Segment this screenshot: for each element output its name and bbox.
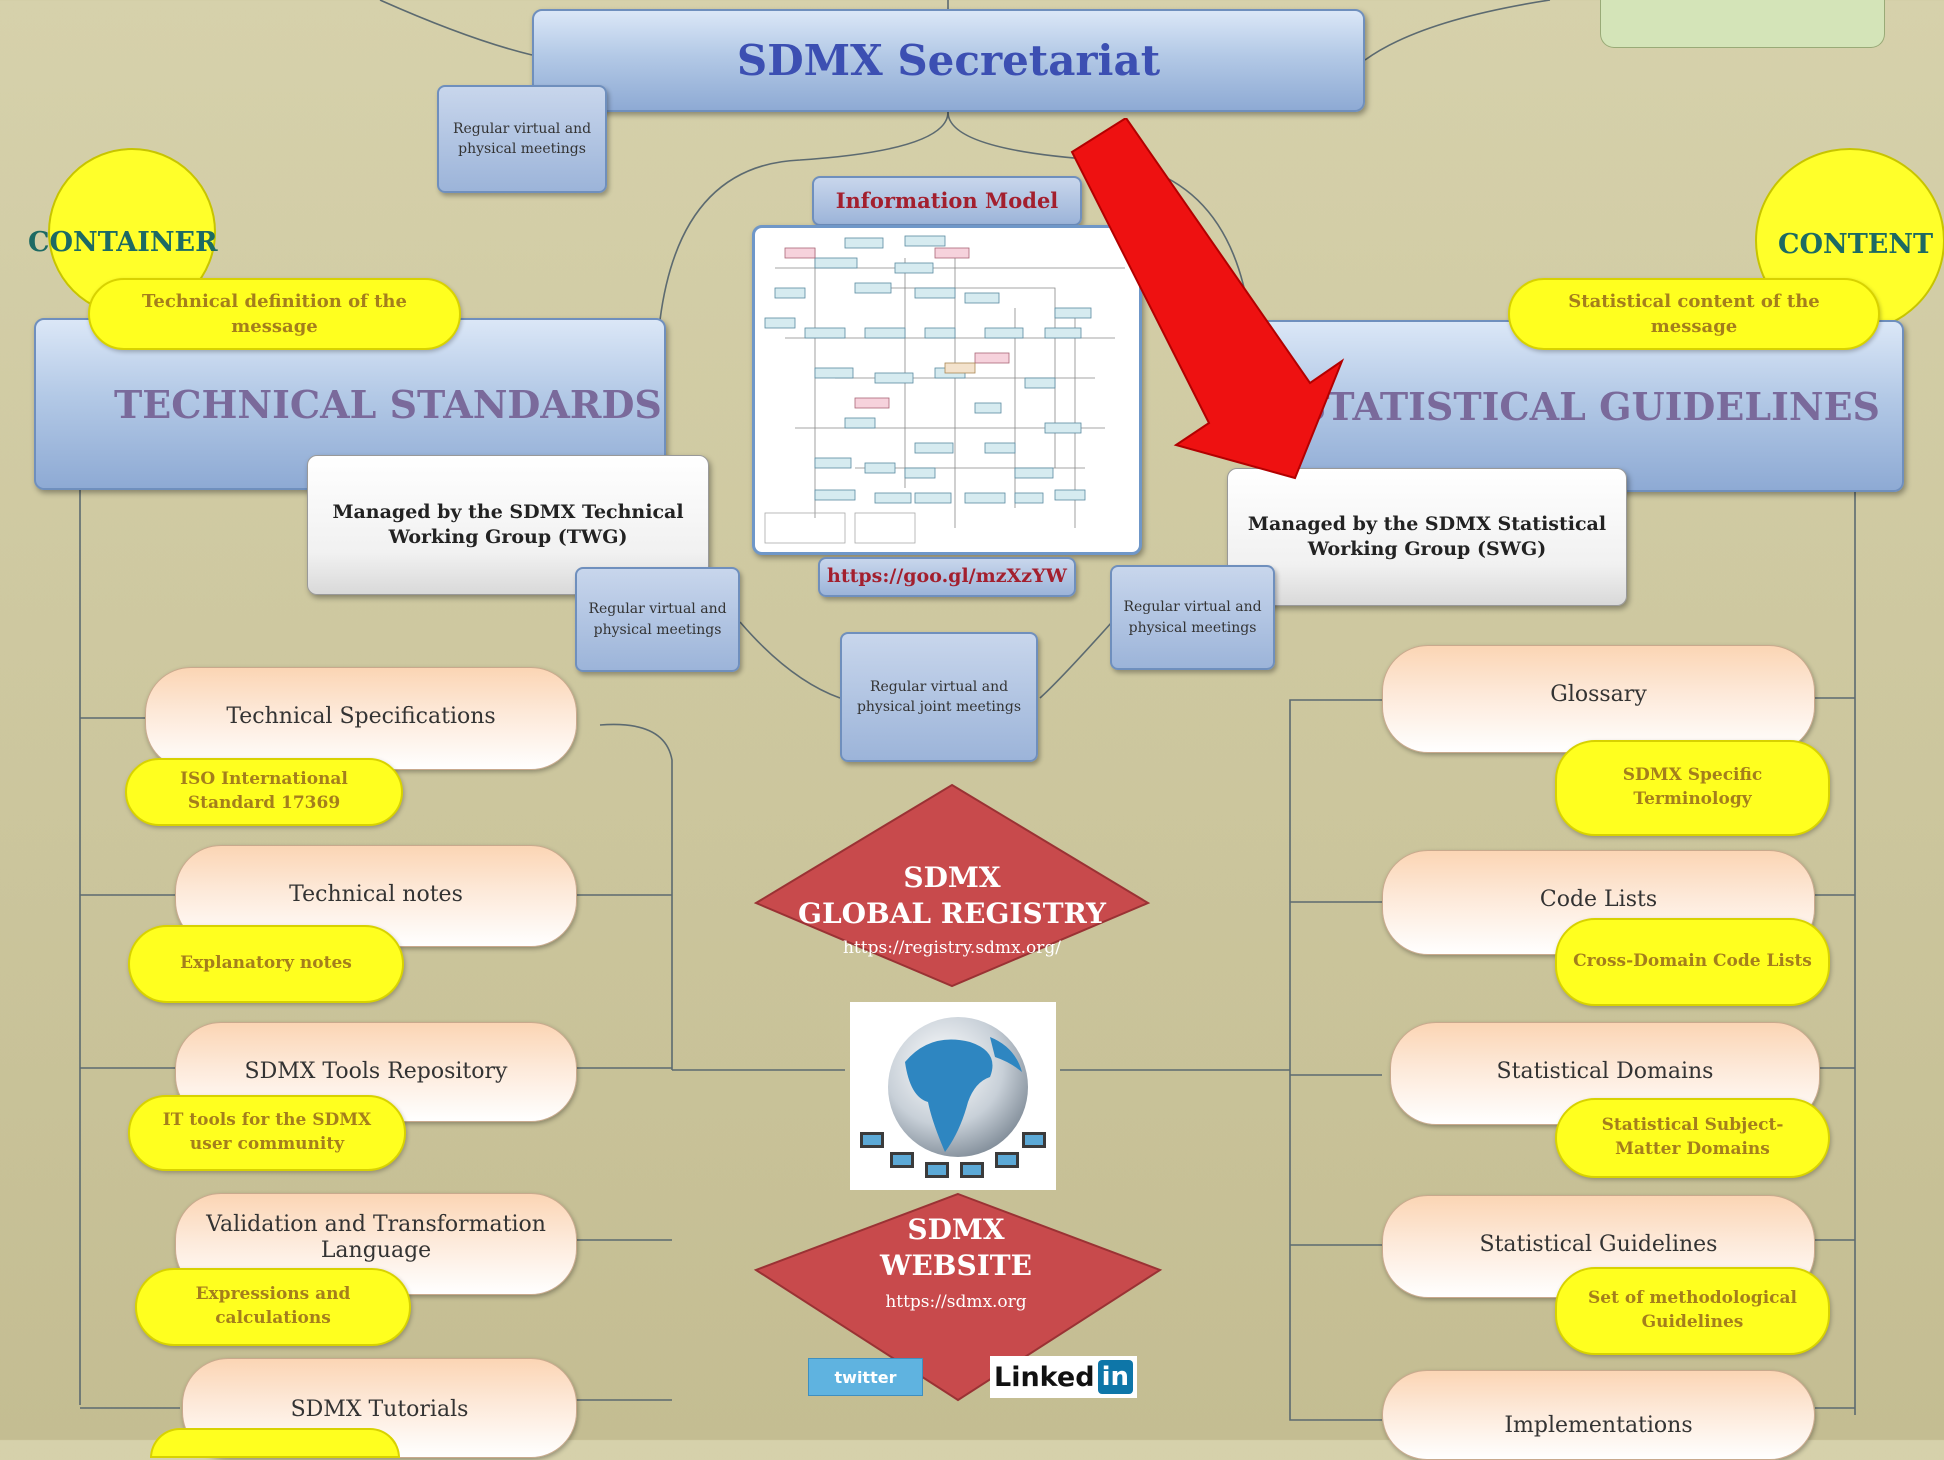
global-registry-diamond bbox=[753, 783, 1151, 988]
meetings-note-swg: Regular virtual and physical meetings bbox=[1110, 565, 1275, 670]
list-item-label: Technical notes bbox=[289, 882, 463, 907]
note-text: Expressions and calculations bbox=[195, 1284, 351, 1328]
twg-managed-text: Managed by the SDMX Technical Working Gr… bbox=[332, 501, 684, 548]
note-text: Cross-Domain Code Lists bbox=[1573, 951, 1812, 972]
secretariat-box: SDMX Secretariat bbox=[532, 9, 1365, 112]
information-model-link[interactable]: https://goo.gl/mzXzYW bbox=[827, 565, 1067, 588]
linkedin-icon: in bbox=[1097, 1360, 1133, 1394]
technical-standards-title: TECHNICAL STANDARDS bbox=[114, 381, 662, 427]
list-item-implementations[interactable]: Implementations bbox=[1382, 1370, 1815, 1460]
global-registry-url[interactable]: https://registry.sdmx.org/ bbox=[842, 938, 1062, 958]
joint-meetings-text: Regular virtual and physical joint meeti… bbox=[856, 678, 1022, 715]
note-text: IT tools for the SDMX user community bbox=[162, 1110, 372, 1154]
note-text: ISO International Standard 17369 bbox=[180, 769, 348, 813]
joint-meetings-note: Regular virtual and physical joint meeti… bbox=[840, 632, 1038, 762]
list-item-label: Statistical Domains bbox=[1496, 1059, 1714, 1084]
website-label: SDMX WEBSITE https://sdmx.org bbox=[800, 1212, 1112, 1312]
list-item-statistical-guidelines[interactable]: Statistical Guidelines bbox=[1382, 1195, 1815, 1298]
list-item-label: Validation and Transformation Language bbox=[206, 1212, 546, 1264]
note-text: Set of methodological Guidelines bbox=[1588, 1288, 1797, 1332]
list-item-label: Implementations bbox=[1504, 1413, 1693, 1438]
list-item-label: Technical Specifications bbox=[226, 704, 496, 729]
information-model-diagram bbox=[752, 225, 1142, 555]
uml-diagram-graphic bbox=[764, 235, 1125, 544]
note-text: Statistical Subject-Matter Domains bbox=[1601, 1115, 1784, 1159]
linkedin-button[interactable]: Linked in bbox=[990, 1356, 1137, 1398]
statistical-guidelines-title: STATISTICAL GUIDELINES bbox=[1298, 383, 1880, 429]
website-url[interactable]: https://sdmx.org bbox=[885, 1292, 1027, 1312]
note-iso-standard: ISO International Standard 17369 bbox=[125, 758, 403, 826]
note-tutorials-partial bbox=[150, 1428, 400, 1458]
top-right-panel bbox=[1600, 0, 1885, 48]
linkedin-text: Linked bbox=[994, 1361, 1095, 1393]
list-item-technical-specifications[interactable]: Technical Specifications bbox=[145, 667, 577, 770]
red-arrow-icon bbox=[1070, 118, 1345, 480]
note-methodological: Set of methodological Guidelines bbox=[1555, 1267, 1830, 1355]
global-registry-label: SDMX GLOBAL REGISTRY https://registry.sd… bbox=[780, 860, 1124, 958]
swg-managed-box: Managed by the SDMX Statistical Working … bbox=[1227, 468, 1627, 606]
note-cross-domain: Cross-Domain Code Lists bbox=[1555, 918, 1830, 1006]
note-explanatory-notes: Explanatory notes bbox=[128, 925, 404, 1003]
note-subject-matter: Statistical Subject-Matter Domains bbox=[1555, 1098, 1830, 1178]
technical-definition-text: Technical definition of the message bbox=[142, 290, 407, 337]
website-line2: WEBSITE bbox=[880, 1249, 1032, 1282]
note-expressions: Expressions and calculations bbox=[135, 1268, 411, 1346]
content-label: CONTENT bbox=[1778, 229, 1934, 260]
list-item-label: Code Lists bbox=[1539, 887, 1658, 912]
list-item-label: SDMX Tutorials bbox=[290, 1397, 469, 1422]
note-text: Explanatory notes bbox=[180, 953, 352, 974]
list-item-label: Glossary bbox=[1550, 682, 1647, 707]
global-registry-line2: GLOBAL REGISTRY bbox=[798, 897, 1106, 930]
information-model-link-box[interactable]: https://goo.gl/mzXzYW bbox=[818, 557, 1076, 597]
website-line1: SDMX bbox=[907, 1213, 1005, 1246]
statistical-definition-text: Statistical content of the message bbox=[1568, 290, 1820, 337]
twitter-button[interactable]: twitter bbox=[808, 1358, 923, 1396]
statistical-definition-badge: Statistical content of the message bbox=[1508, 278, 1880, 350]
secretariat-title: SDMX Secretariat bbox=[736, 36, 1161, 85]
technical-definition-badge: Technical definition of the message bbox=[88, 278, 461, 350]
twitter-label: twitter bbox=[834, 1367, 897, 1387]
note-it-tools: IT tools for the SDMX user community bbox=[128, 1095, 406, 1171]
container-label: CONTAINER bbox=[28, 227, 218, 258]
website-diamond bbox=[753, 1192, 1163, 1402]
list-item-glossary[interactable]: Glossary bbox=[1382, 645, 1815, 753]
meetings-note-swg-text: Regular virtual and physical meetings bbox=[1123, 599, 1262, 636]
globe-icon bbox=[860, 1017, 1046, 1178]
list-item-label: SDMX Tools Repository bbox=[244, 1059, 508, 1084]
swg-managed-text: Managed by the SDMX Statistical Working … bbox=[1247, 513, 1607, 560]
note-text: SDMX Specific Terminology bbox=[1622, 765, 1763, 809]
global-registry-line1: SDMX bbox=[903, 861, 1001, 894]
meetings-note-text: Regular virtual and physical meetings bbox=[452, 120, 592, 157]
note-sdmx-terminology: SDMX Specific Terminology bbox=[1555, 740, 1830, 836]
list-item-label: Statistical Guidelines bbox=[1479, 1232, 1718, 1257]
information-model-title: Information Model bbox=[835, 187, 1059, 213]
meetings-note-twg-text: Regular virtual and physical meetings bbox=[588, 601, 727, 638]
globe-network-icon bbox=[850, 1002, 1056, 1190]
information-model-title-box: Information Model bbox=[812, 176, 1082, 226]
meetings-note-twg: Regular virtual and physical meetings bbox=[575, 567, 740, 672]
meetings-note-top-left: Regular virtual and physical meetings bbox=[437, 85, 607, 193]
